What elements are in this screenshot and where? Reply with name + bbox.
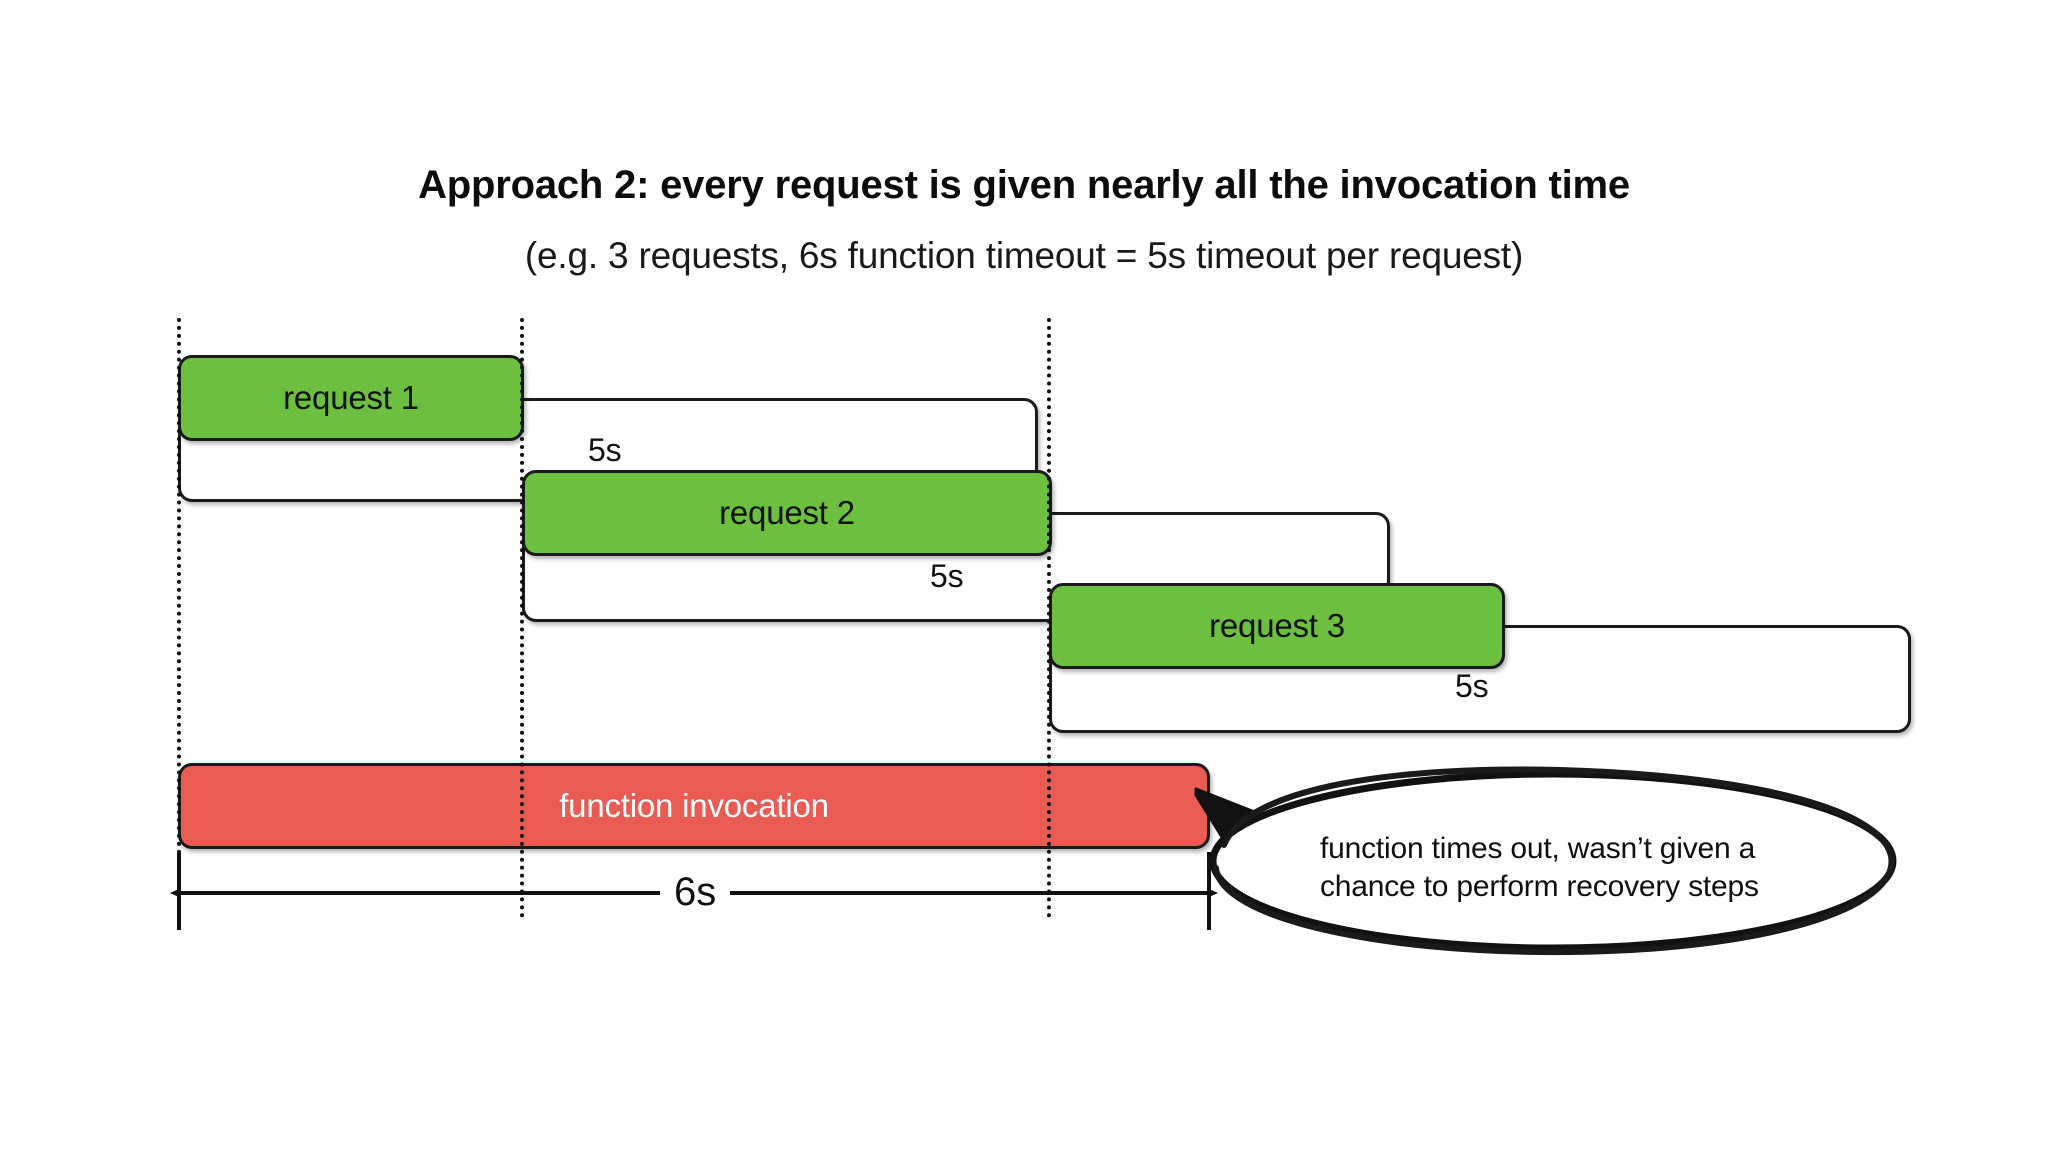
callout-text: function times out, wasn’t given a chanc… <box>1320 832 1759 904</box>
timeout-label-request-1: 5s <box>588 432 622 468</box>
bar-request-2[interactable]: request 2 <box>522 470 1052 556</box>
bar-label-request-2: request 2 <box>719 494 855 531</box>
timeout-label-request-3: 5s <box>1455 668 1489 704</box>
guide-line-t0 <box>177 318 181 918</box>
bar-label-function-invocation: function invocation <box>559 787 829 824</box>
page-title: Approach 2: every request is given nearl… <box>418 163 1630 207</box>
bar-label-request-1: request 1 <box>283 379 419 416</box>
bar-request-3[interactable]: request 3 <box>1049 583 1505 669</box>
guide-line-t2 <box>1047 318 1051 918</box>
bar-function-invocation[interactable]: function invocation <box>178 763 1210 849</box>
measure-label-6s: 6s <box>660 870 731 915</box>
timeout-label-request-2: 5s <box>930 558 964 594</box>
guide-line-t1 <box>520 318 524 918</box>
page-subtitle: (e.g. 3 requests, 6s function timeout = … <box>524 235 1524 276</box>
bar-request-1[interactable]: request 1 <box>178 355 524 441</box>
bar-label-request-3: request 3 <box>1209 607 1345 644</box>
